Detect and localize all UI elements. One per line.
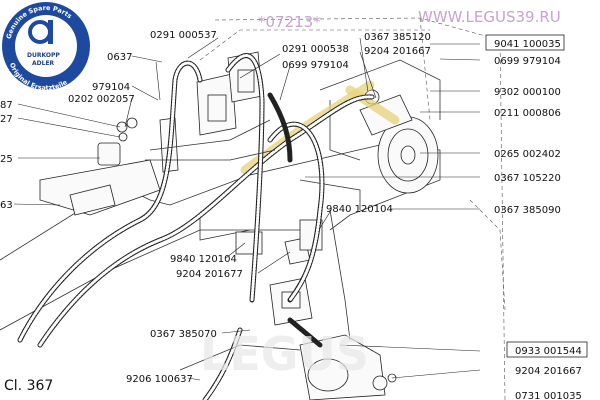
label-9204-201677: 9204 201677 <box>176 269 243 280</box>
label-0202-002057: 0202 002057 <box>68 94 135 105</box>
part-labels: 0291 000537 0637 979104 0202 002057 87 2… <box>0 30 588 400</box>
label-0265-002402: 0265 002402 <box>494 149 561 160</box>
watermark-code: *07213* <box>258 13 321 31</box>
label-9204-201667-bottom: 9204 201667 <box>515 366 582 377</box>
label-0367-105220: 0367 105220 <box>494 173 561 184</box>
watermark-big: LEGUS <box>200 327 369 381</box>
label-9041-100035: 9041 100035 <box>494 39 561 50</box>
label-0933-001544: 0933 001544 <box>515 346 582 357</box>
label-0291-000538: 0291 000538 <box>282 44 349 55</box>
label-27: 27 <box>0 114 13 125</box>
label-9840-120104-b: 9840 120104 <box>170 254 237 265</box>
label-0367-385070: 0367 385070 <box>150 329 217 340</box>
label-0731-001035: 0731 001035 <box>515 391 582 400</box>
label-0367-385090: 0367 385090 <box>494 205 561 216</box>
logo-brand2: ADLER <box>32 60 55 67</box>
label-0291-000537: 0291 000537 <box>150 30 217 41</box>
bottom-valve <box>299 334 397 400</box>
air-hoses <box>17 53 400 400</box>
label-9840-120104-a: 9840 120104 <box>326 204 393 215</box>
label-9204-201667-top: 9204 201667 <box>364 46 431 57</box>
logo-brand: DURKOPP <box>27 52 60 59</box>
label-0699-979104-mid: 0699 979104 <box>282 60 349 71</box>
label-0211-000806: 0211 000806 <box>494 108 561 119</box>
label-0637: 0637 <box>107 52 132 63</box>
label-0699-979104-right: 0699 979104 <box>494 56 561 67</box>
middle-fittings <box>235 219 323 326</box>
duerkopp-adler-logo: Genuine Spare Parts Original Ersatzteile… <box>2 2 90 92</box>
label-63: 63 <box>0 200 13 211</box>
label-25: 25 <box>0 154 13 165</box>
box-9041-100035 <box>485 34 565 51</box>
valve-block <box>196 51 263 136</box>
label-9206-100637: 9206 100637 <box>126 374 193 385</box>
watermark-site: WWW.LEGUS39.RU <box>418 8 561 26</box>
label-0367-385120: 0367 385120 <box>364 32 431 43</box>
class-label: Cl. 367 <box>4 378 53 394</box>
box-0933-001544 <box>506 341 588 358</box>
label-9302-000100: 9302 000100 <box>494 87 561 98</box>
label-979104-left: 979104 <box>92 82 130 93</box>
right-cylinder <box>359 89 439 194</box>
label-87: 87 <box>0 100 13 111</box>
leader-lines <box>13 37 481 381</box>
